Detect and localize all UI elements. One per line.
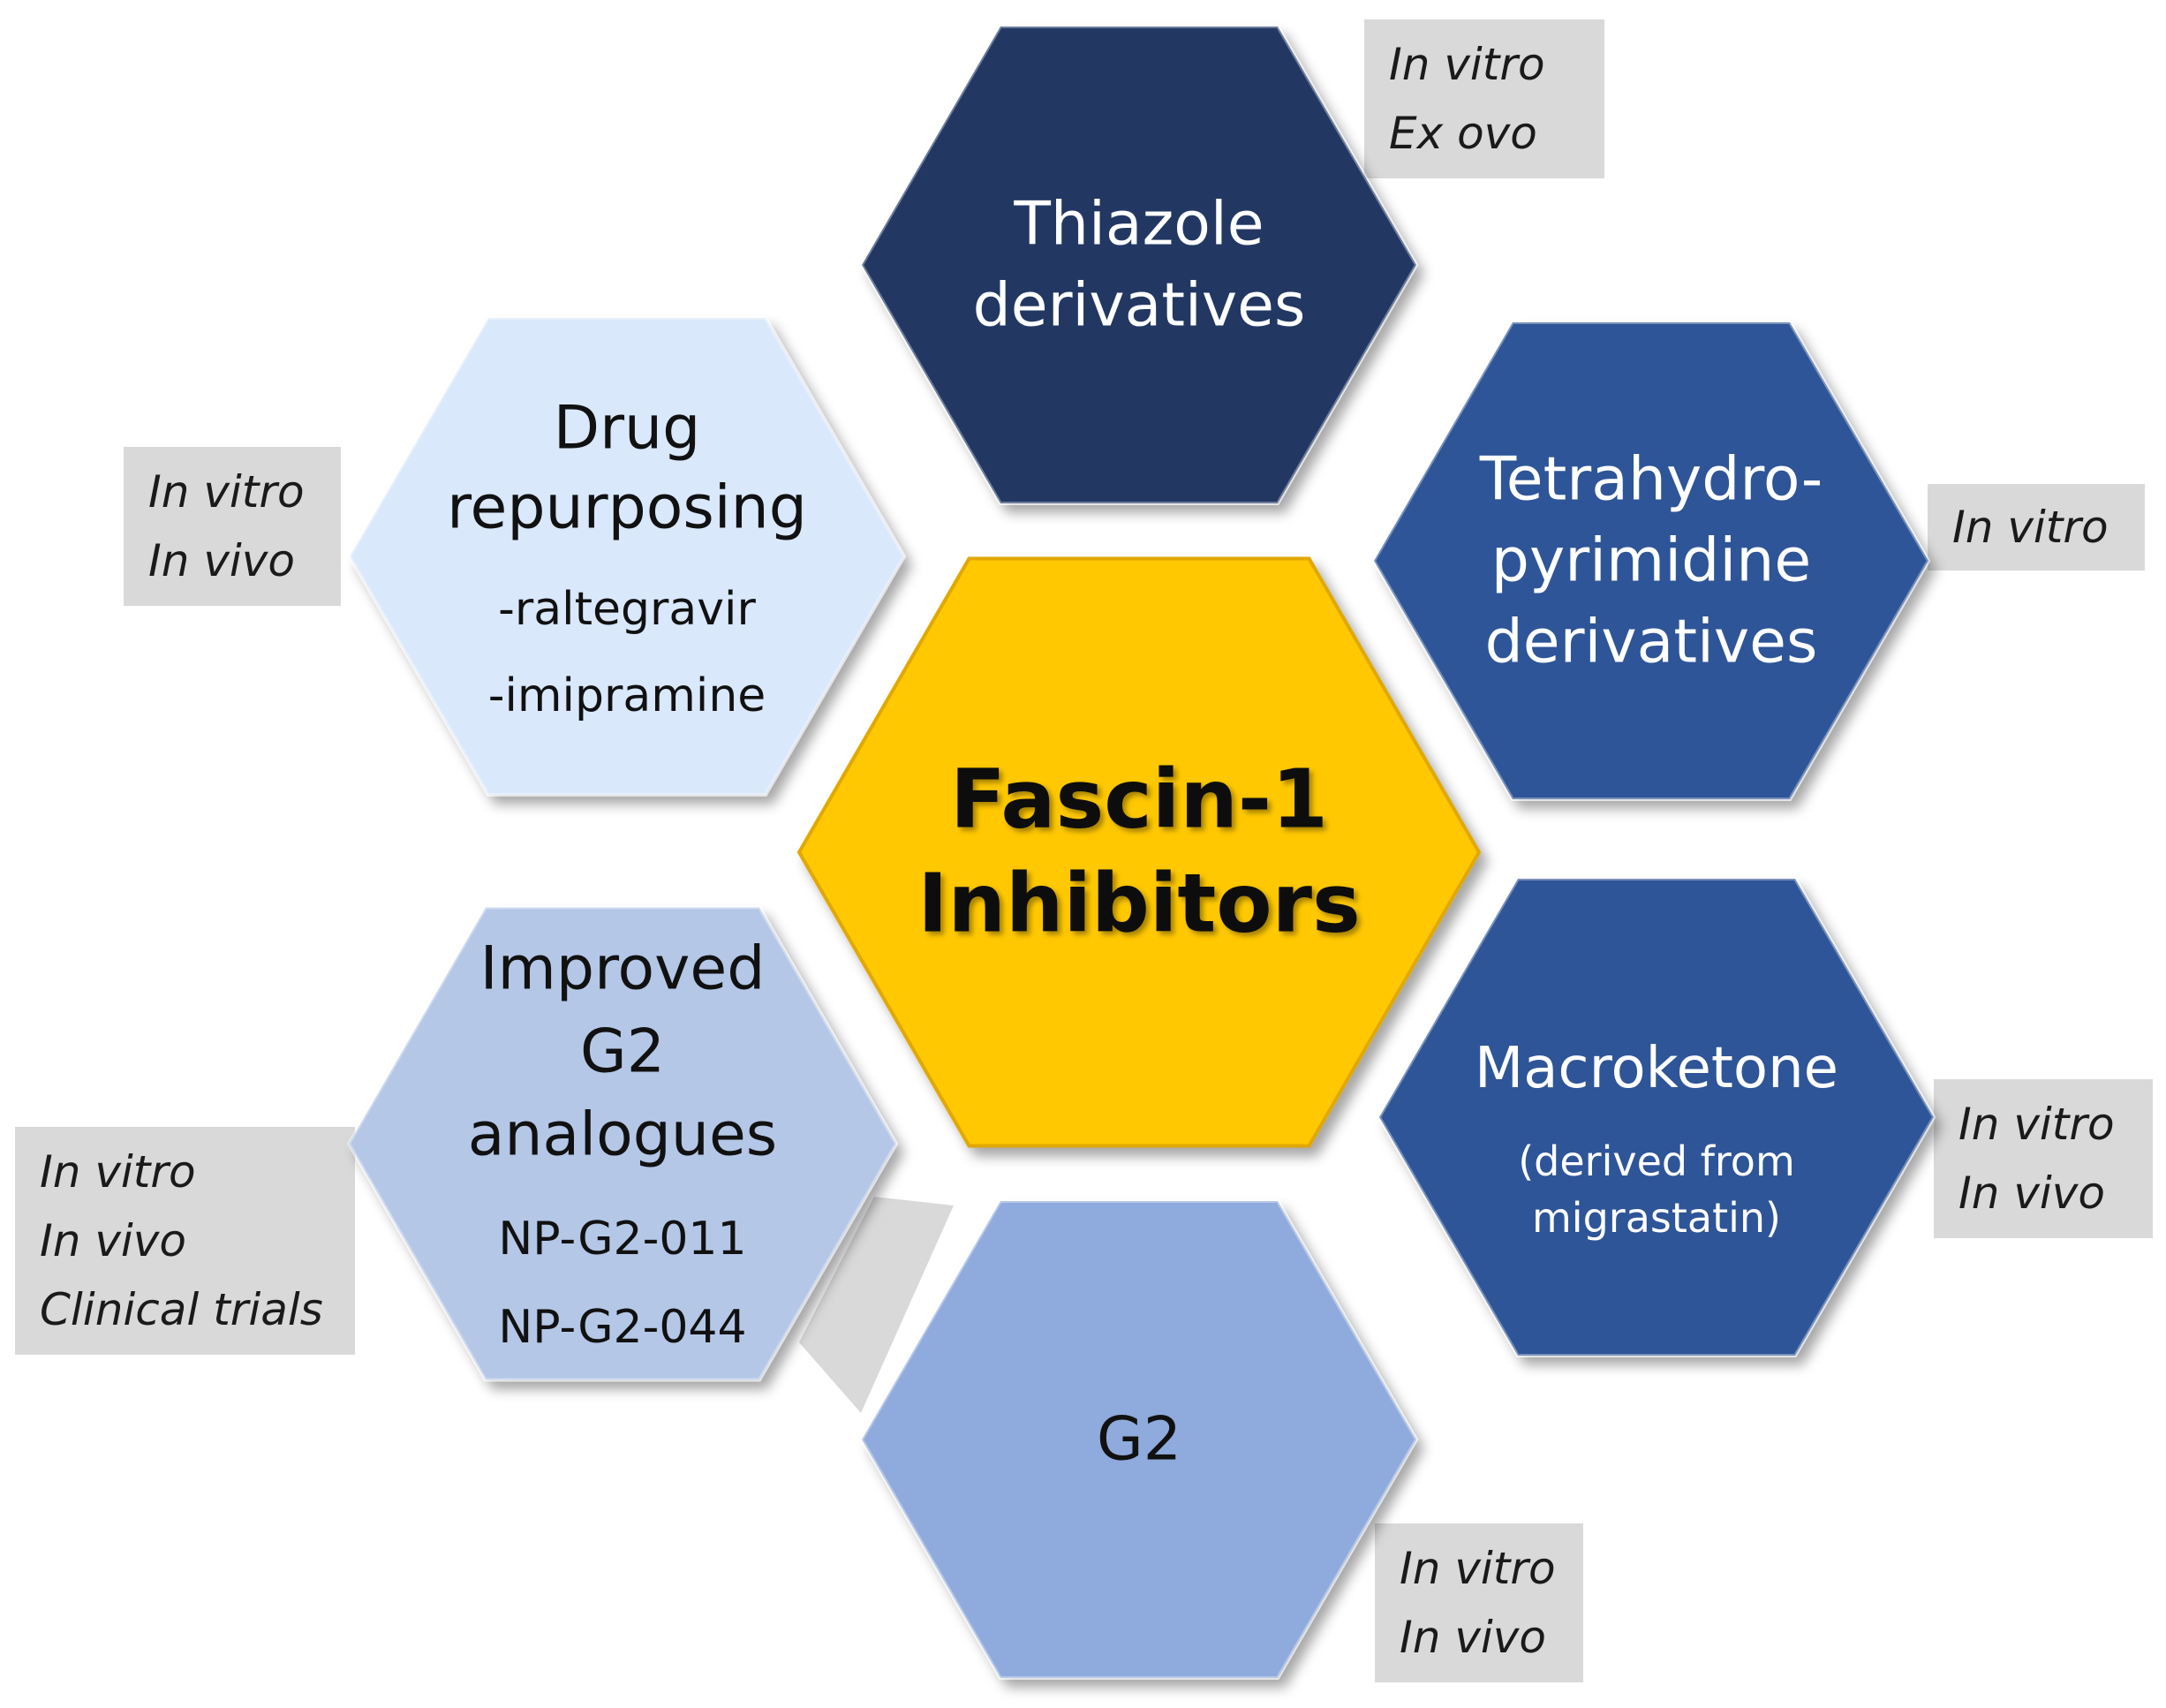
- hexagon-shape: [347, 316, 907, 797]
- center-hexagon-shape: [796, 556, 1482, 1148]
- hexagon-title-line: G2: [1097, 1405, 1181, 1475]
- hexagon-title-line: Macroketone: [1475, 1036, 1838, 1101]
- hexagon-title-line: Thiazole: [1013, 190, 1264, 260]
- g2-hexagon: G2: [859, 1199, 1419, 1680]
- hexagon-subtitle-line: NP-G2-011: [498, 1213, 746, 1266]
- badge-label: Ex ovo: [1389, 108, 1537, 159]
- badge-label: In vitro: [1958, 1099, 2115, 1150]
- hexagon-subtitle-line: -imipramine: [488, 669, 766, 722]
- badge-label: In vivo: [148, 535, 295, 586]
- hexagons-layer: ThiazolederivativesTetrahydro-pyrimidine…: [346, 25, 1936, 1680]
- badge-background: [1934, 1079, 2153, 1238]
- tetrahydropyrimidine-badge: In vitro: [1928, 484, 2145, 571]
- hexagon-title-line: G2: [580, 1017, 665, 1087]
- drug-repurposing-badge: In vitro In vivo: [124, 447, 341, 606]
- badge-background: [1928, 484, 2145, 571]
- hexagon-subtitle-line: -raltegravir: [498, 583, 756, 636]
- hexagon-subtitle-line: NP-G2-044: [498, 1301, 746, 1354]
- badge-label: In vivo: [1400, 1612, 1546, 1663]
- badge-label: In vitro: [148, 466, 305, 518]
- drug-repurposing-hexagon: Drug repurposing -raltegravir -imipramine: [347, 316, 907, 797]
- hexagon-title-line: Improved: [480, 934, 766, 1004]
- badge-label: In vitro: [1952, 502, 2109, 553]
- hexagon-subtitle-line: migrastatin): [1532, 1194, 1781, 1242]
- badge-label: In vitro: [1389, 39, 1545, 90]
- tetrahydropyrimidine-hexagon: Tetrahydro-pyrimidine derivatives: [1371, 321, 1931, 801]
- badge-background: [124, 447, 341, 606]
- macroketone-badge: In vitro In vivo: [1934, 1079, 2153, 1238]
- hexagon-shape: [346, 905, 899, 1382]
- g2-badge: In vitro In vivo: [1375, 1523, 1583, 1682]
- hexagon-subtitle-line: (derived from: [1518, 1137, 1795, 1185]
- hexagon-title-line: repurposing: [447, 473, 807, 543]
- hexagon-shape: [1377, 877, 1936, 1357]
- connector-band: [799, 1197, 954, 1413]
- hexagon-title-line: Drug: [554, 394, 701, 464]
- hexagon-title-line: Tetrahydro-: [1479, 445, 1823, 515]
- badge-background: [15, 1127, 355, 1355]
- thiazole-badge: In vitro Ex ovo: [1364, 19, 1604, 178]
- center-title-line: Fascin-1: [950, 752, 1328, 847]
- thiazole-hexagon: Thiazole derivatives: [859, 25, 1419, 505]
- hexagon-title-line: derivatives: [1485, 608, 1818, 677]
- center-title-line: Inhibitors: [917, 857, 1360, 951]
- hexagon-title-line: analogues: [468, 1100, 777, 1170]
- badge-label: Clinical trials: [40, 1284, 323, 1335]
- hexagon-title-line: derivatives: [973, 271, 1306, 341]
- macroketone-hexagon: Macroketone (derived from migrastatin): [1377, 877, 1936, 1357]
- hexagon-title-line: pyrimidine: [1491, 526, 1811, 596]
- badge-background: [1375, 1523, 1583, 1682]
- badge-label: In vitro: [1400, 1543, 1556, 1594]
- hexagon-shape: [1371, 321, 1931, 801]
- badge-label: In vivo: [1958, 1168, 2105, 1219]
- badge-label: In vitro: [40, 1146, 196, 1198]
- badge-background: [1364, 19, 1604, 178]
- hexagon-shape: [859, 25, 1419, 505]
- hexagon-shape: [859, 1199, 1419, 1680]
- badge-label: In vivo: [40, 1215, 186, 1266]
